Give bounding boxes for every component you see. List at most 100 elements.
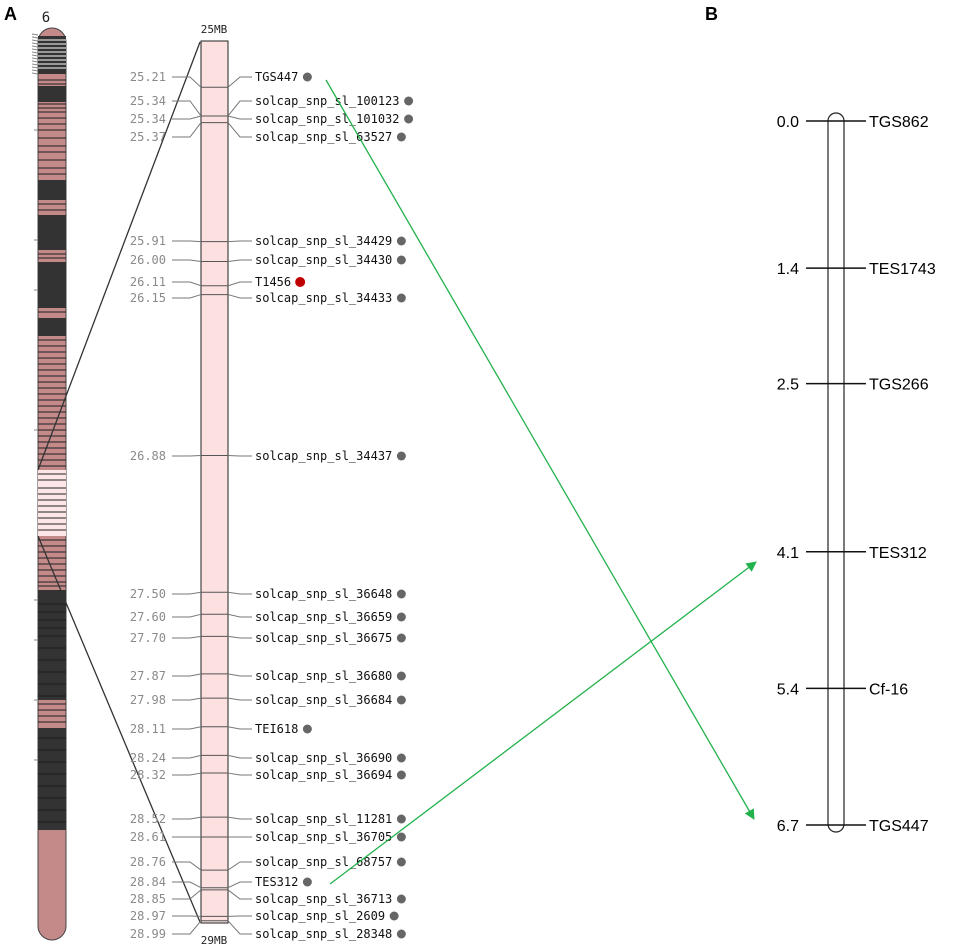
marker-position: 25.37 <box>130 130 166 144</box>
left-leader-line <box>172 673 202 677</box>
marker-name: solcap_snp_sl_100123 <box>255 94 400 108</box>
gray-dot-icon <box>396 929 406 939</box>
right-leader-line <box>227 294 252 299</box>
chromosome-tick <box>31 36 39 39</box>
marker-position: 28.32 <box>130 768 166 782</box>
chromosome-tick <box>31 39 39 42</box>
chromosome-band <box>38 180 66 200</box>
marker-position: 26.88 <box>130 449 166 463</box>
panel-b-label: B <box>705 4 718 24</box>
gray-dot-icon <box>302 877 312 887</box>
marker-name: solcap_snp_sl_11281 <box>255 812 392 826</box>
genetic-position: 6.7 <box>777 818 799 835</box>
marker-name: solcap_snp_sl_68757 <box>255 855 392 869</box>
right-leader-line <box>227 861 252 871</box>
gray-dot-icon <box>404 96 414 106</box>
left-leader-line <box>172 772 202 776</box>
left-leader-line <box>172 115 202 120</box>
gray-dot-icon <box>389 911 399 921</box>
marker-name: solcap_snp_sl_101032 <box>255 112 400 126</box>
right-leader-line <box>227 881 252 889</box>
left-leader-line <box>172 294 202 299</box>
left-leader-line <box>172 754 202 759</box>
marker-name: solcap_snp_sl_36694 <box>255 768 392 782</box>
marker-position: 26.11 <box>130 275 166 289</box>
right-leader-line <box>227 673 252 677</box>
linkage-map-bar <box>827 112 845 833</box>
chromosome-tick <box>31 51 39 54</box>
arrow-tgs447 <box>325 79 755 820</box>
chromosome-band <box>38 318 66 336</box>
gray-dot-icon <box>396 451 406 461</box>
marker-name: solcap_snp_sl_28348 <box>255 927 392 941</box>
left-leader-line <box>172 697 202 701</box>
chromosome-tick <box>31 60 39 63</box>
right-leader-line <box>227 613 252 618</box>
chromosome-tick <box>31 69 39 72</box>
left-leader-line <box>172 816 202 820</box>
left-leader-line <box>172 613 202 618</box>
panel-a-label: A <box>4 4 17 24</box>
marker-position: 27.98 <box>130 693 166 707</box>
left-leader-line <box>172 726 202 730</box>
gray-dot-icon <box>302 724 312 734</box>
marker-position: 28.24 <box>130 751 166 765</box>
gray-dot-icon <box>302 72 312 82</box>
marker-position: 28.84 <box>130 875 166 889</box>
right-leader-line <box>227 259 252 262</box>
right-leader-line <box>227 726 252 730</box>
chromosome-band <box>38 86 66 102</box>
gray-dot-icon <box>396 633 406 643</box>
marker-position: 28.61 <box>130 830 166 844</box>
gray-dot-icon <box>396 695 406 705</box>
right-leader-line <box>227 240 252 243</box>
genetic-position: 0.0 <box>777 114 799 131</box>
right-leader-line <box>227 591 252 595</box>
marker-name: solcap_snp_sl_63527 <box>255 130 392 144</box>
right-leader-line <box>227 889 252 900</box>
marker-name: solcap_snp_sl_36680 <box>255 669 392 683</box>
marker-position: 27.70 <box>130 631 166 645</box>
chromosome-tick <box>31 54 39 57</box>
left-leader-line <box>172 881 202 889</box>
genetic-marker-name: TES1743 <box>869 261 936 278</box>
gray-dot-icon <box>396 255 406 265</box>
left-leader-line <box>172 635 202 639</box>
chromosome-tick <box>31 48 39 51</box>
chromosome-tick <box>31 66 39 69</box>
left-leader-line <box>172 889 202 900</box>
chromosome-tick <box>31 57 39 60</box>
zoom-line-bottom <box>37 535 201 923</box>
genetic-marker-name: TGS862 <box>869 114 929 131</box>
marker-position: 25.34 <box>130 112 166 126</box>
marker-name: solcap_snp_sl_36648 <box>255 587 392 601</box>
marker-position: 28.52 <box>130 812 166 826</box>
marker-position: 28.76 <box>130 855 166 869</box>
left-leader-line <box>172 240 202 243</box>
chromosome-band <box>38 262 66 308</box>
left-leader-line <box>172 281 202 287</box>
marker-position: 27.87 <box>130 669 166 683</box>
chromosome-tick <box>31 42 39 45</box>
chromosome-band <box>38 590 66 700</box>
gray-dot-icon <box>396 814 406 824</box>
right-leader-line <box>227 816 252 820</box>
right-leader-line <box>227 100 252 117</box>
right-leader-line <box>227 697 252 701</box>
genetic-position: 2.5 <box>777 377 799 394</box>
right-leader-line <box>227 76 252 88</box>
marker-name: solcap_snp_sl_2609 <box>255 909 385 923</box>
gray-dot-icon <box>396 236 406 246</box>
genetic-position: 1.4 <box>777 261 799 278</box>
gray-dot-icon <box>396 589 406 599</box>
chromosome-band <box>38 215 66 250</box>
gray-dot-icon <box>396 612 406 622</box>
genetic-marker-name: TGS266 <box>869 377 929 394</box>
chromosome-band <box>38 728 66 830</box>
marker-name: solcap_snp_sl_34430 <box>255 253 392 267</box>
whole-chromosome <box>31 27 67 941</box>
marker-name: TEI618 <box>255 722 298 736</box>
